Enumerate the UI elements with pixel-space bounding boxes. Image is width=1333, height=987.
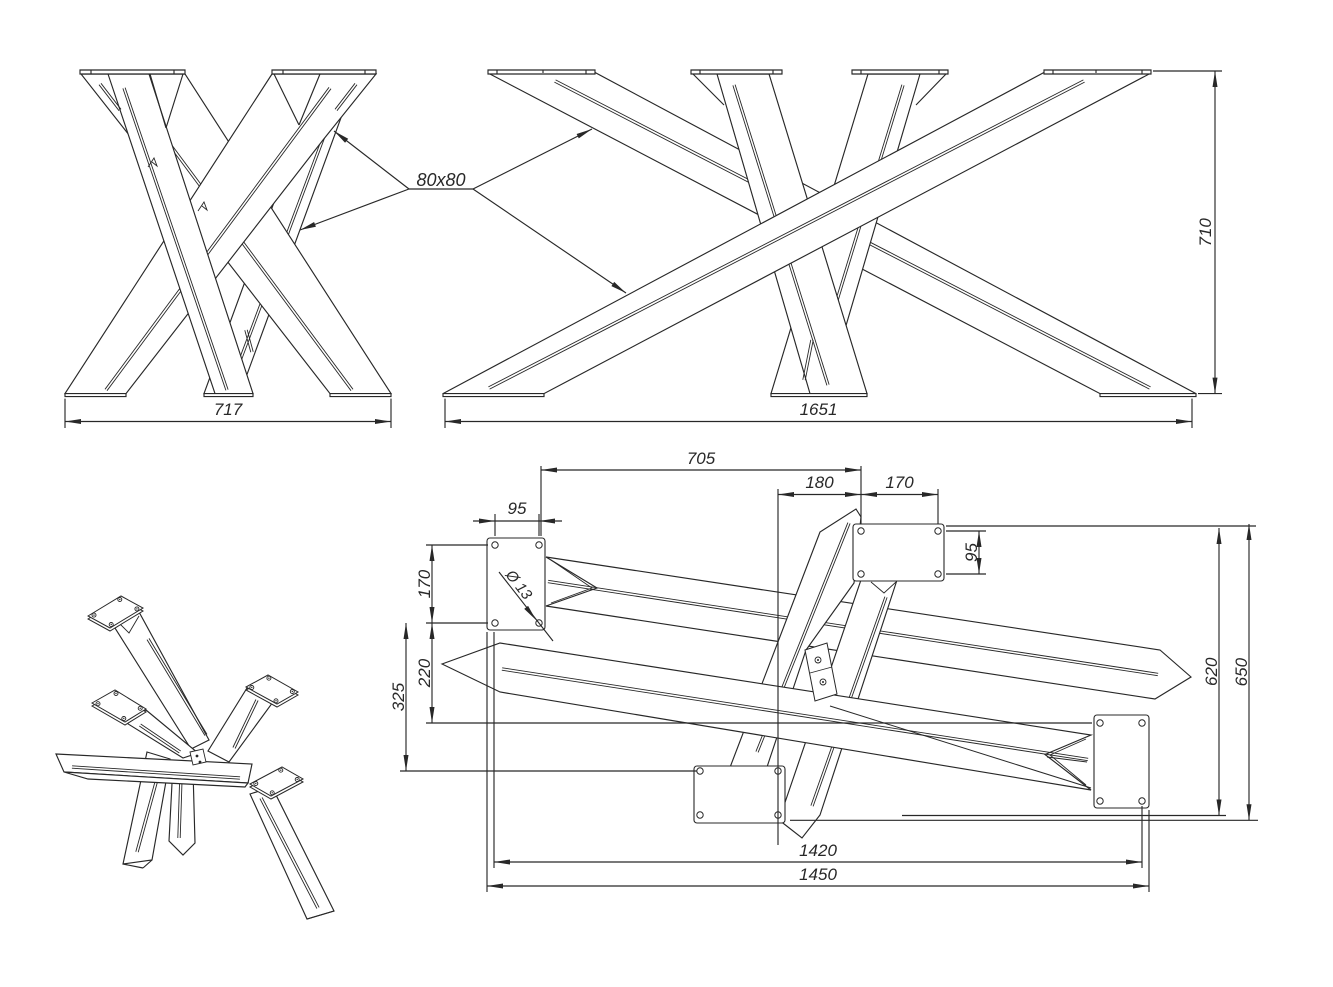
svg-text:80x80: 80x80 (416, 170, 465, 190)
svg-text:1450: 1450 (799, 865, 837, 884)
svg-text:325: 325 (389, 682, 408, 711)
svg-text:650: 650 (1232, 657, 1251, 686)
svg-text:170: 170 (415, 569, 434, 598)
svg-text:180: 180 (805, 473, 834, 492)
svg-text:717: 717 (214, 400, 243, 419)
svg-text:710: 710 (1196, 218, 1215, 247)
svg-text:170: 170 (885, 473, 914, 492)
svg-text:95: 95 (962, 543, 981, 562)
svg-text:620: 620 (1202, 657, 1221, 686)
svg-text:220: 220 (415, 658, 434, 688)
svg-text:95: 95 (508, 499, 527, 518)
svg-text:1651: 1651 (800, 400, 838, 419)
svg-text:705: 705 (687, 449, 716, 468)
svg-text:1420: 1420 (799, 841, 837, 860)
